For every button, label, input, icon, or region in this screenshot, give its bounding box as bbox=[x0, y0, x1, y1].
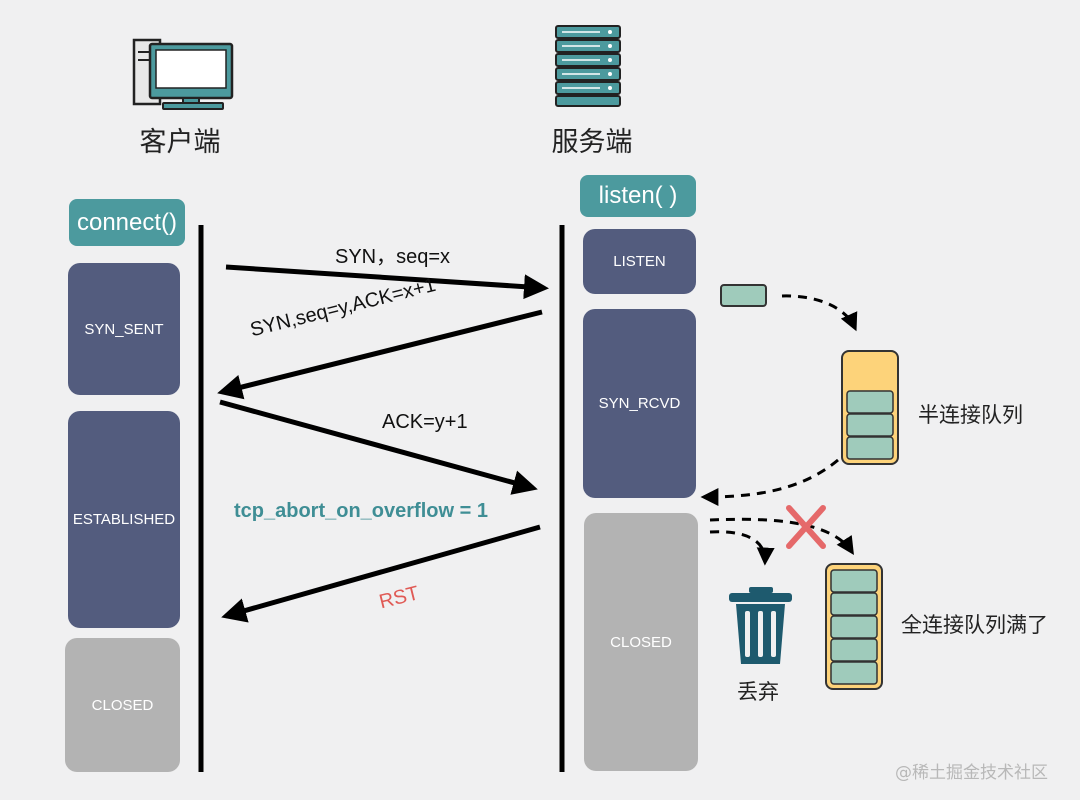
client-state-syn-sent: SYN_SENT bbox=[68, 263, 180, 395]
server-state-closed: CLOSED bbox=[584, 513, 698, 771]
server-state-syn-rcvd: SYN_RCVD bbox=[583, 309, 696, 498]
connect-call-label: connect() bbox=[69, 199, 185, 246]
incoming-packet bbox=[720, 284, 767, 307]
half-queue-label: 半连接队列 bbox=[918, 403, 1023, 427]
red-cross-icon bbox=[786, 505, 826, 549]
client-title: 客户端 bbox=[139, 127, 221, 158]
trash-bin-icon bbox=[729, 587, 792, 664]
discard-label: 丢弃 bbox=[737, 680, 779, 704]
server-rack-icon bbox=[555, 25, 621, 107]
half-connection-queue bbox=[841, 350, 899, 465]
to-half-queue-arrow bbox=[781, 294, 858, 332]
client-state-established: ESTABLISHED bbox=[68, 411, 180, 628]
listen-call-label: listen( ) bbox=[580, 175, 696, 217]
ack-label: ACK=y+1 bbox=[382, 411, 468, 433]
abort-on-overflow-label: tcp_abort_on_overflow = 1 bbox=[234, 500, 488, 522]
half-to-synrcvd-arrow bbox=[700, 458, 839, 506]
desktop-computer-icon bbox=[132, 38, 234, 110]
full-connection-queue bbox=[825, 563, 883, 690]
syn-label: SYN，seq=x bbox=[335, 246, 451, 268]
ack-arrow bbox=[219, 399, 538, 495]
synack-arrow bbox=[217, 309, 543, 400]
to-discard-arrow bbox=[709, 530, 775, 566]
watermark: @稀土掘金技术社区 bbox=[895, 763, 1048, 783]
server-title: 服务端 bbox=[551, 127, 633, 158]
to-full-queue-arrow bbox=[709, 517, 854, 556]
client-state-closed: CLOSED bbox=[65, 638, 180, 772]
full-queue-label: 全连接队列满了 bbox=[901, 613, 1048, 637]
syn-arrow bbox=[225, 264, 549, 300]
server-state-listen: LISTEN bbox=[583, 229, 696, 294]
rst-arrow bbox=[221, 524, 541, 623]
